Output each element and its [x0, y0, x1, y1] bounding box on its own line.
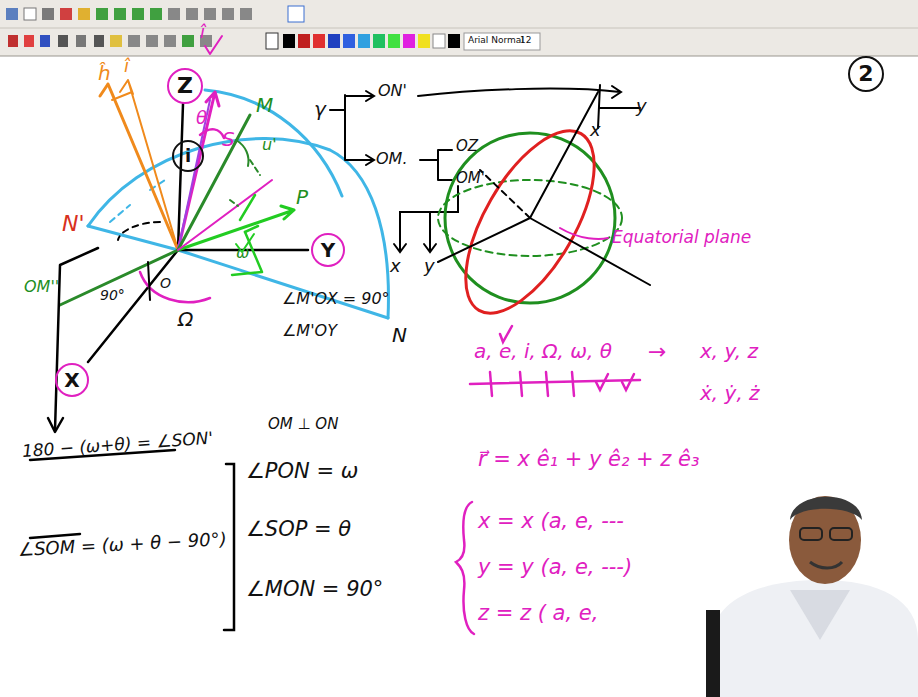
handwritten-label: x	[590, 120, 601, 140]
handwritten-label: î	[200, 22, 205, 42]
handwritten-label: OM ⊥ ON	[268, 416, 338, 433]
handwritten-label: OM'	[456, 170, 485, 187]
handwritten-label: 90°	[100, 288, 125, 303]
handwritten-label: ĥ	[98, 62, 111, 84]
handwritten-label: y	[424, 256, 435, 276]
equation-marks	[456, 326, 640, 634]
handwritten-label: ẋ, ẏ, ż	[700, 382, 760, 404]
circled-text: i	[185, 147, 191, 165]
toolbar-text: Arial Normal	[468, 36, 524, 46]
handwritten-label: ∠SOM = (ω + θ − 90°)	[17, 529, 227, 560]
handwritten-label: OM''	[24, 278, 59, 296]
handwritten-label: 180 − (ω+θ) = ∠SON'	[21, 429, 213, 461]
handwritten-label: x, y, z	[700, 340, 758, 362]
handwritten-label: ∠MON = 90°	[246, 578, 383, 601]
circled-text: Z	[177, 75, 193, 97]
handwritten-label: ∠PON = ω	[246, 460, 358, 483]
circled-label: X	[55, 363, 89, 397]
handwritten-label: r⃗ = x ê₁ + y ê₂ + z ê₃	[478, 448, 699, 471]
circled-label: Y	[311, 233, 345, 267]
handwritten-label: →	[648, 340, 666, 364]
handwritten-label: î	[124, 56, 129, 76]
handwritten-label: θ'	[196, 108, 212, 128]
handwritten-label: z = z ( a, e,	[478, 602, 598, 625]
handwritten-label: Ω	[178, 308, 193, 330]
handwritten-label: x = x (a, e, ---	[478, 510, 624, 533]
handwritten-label: Equatorial plane	[612, 228, 751, 247]
handwritten-label: ω	[236, 244, 249, 262]
handwritten-label: u'	[262, 136, 277, 154]
handwritten-label: OZ	[456, 138, 478, 155]
toolbar-text: 12	[520, 36, 531, 46]
toolbar	[0, 0, 918, 56]
circled-text: 2	[858, 63, 873, 85]
handwritten-label: y	[636, 96, 647, 116]
lecturer-figure	[706, 496, 918, 697]
toolbar-divider	[0, 28, 918, 29]
handwritten-label: P	[296, 186, 308, 208]
sphere-sketch	[438, 92, 650, 333]
handwritten-label: S	[222, 128, 235, 150]
handwritten-label: O	[160, 276, 171, 291]
handwritten-label: OM.	[376, 150, 407, 168]
toolbar-divider	[0, 56, 918, 57]
handwritten-label: M	[256, 94, 273, 116]
handwritten-label: ∠SOP = θ	[246, 518, 351, 541]
circled-label: Z	[167, 68, 203, 104]
orbit-sketch	[48, 36, 388, 432]
handwritten-label: ∠M'OX = 90°	[282, 290, 390, 308]
handwritten-label: N'	[62, 212, 85, 236]
handwritten-label: γ	[314, 98, 326, 120]
circled-label: 2	[848, 56, 884, 92]
toolbar-icons	[6, 6, 540, 50]
handwritten-label: ON'	[378, 82, 407, 100]
handwritten-label: N	[392, 324, 407, 346]
circled-text: X	[64, 370, 79, 390]
handwritten-label: ∠M'OY	[282, 322, 337, 340]
circled-label: i	[172, 140, 204, 172]
handwritten-label: a, e, i, Ω, ω, θ	[474, 340, 612, 362]
circled-text: Y	[321, 240, 335, 260]
handwritten-label: x	[390, 256, 401, 276]
handwritten-label: y = y (a, e, ---)	[478, 556, 632, 579]
